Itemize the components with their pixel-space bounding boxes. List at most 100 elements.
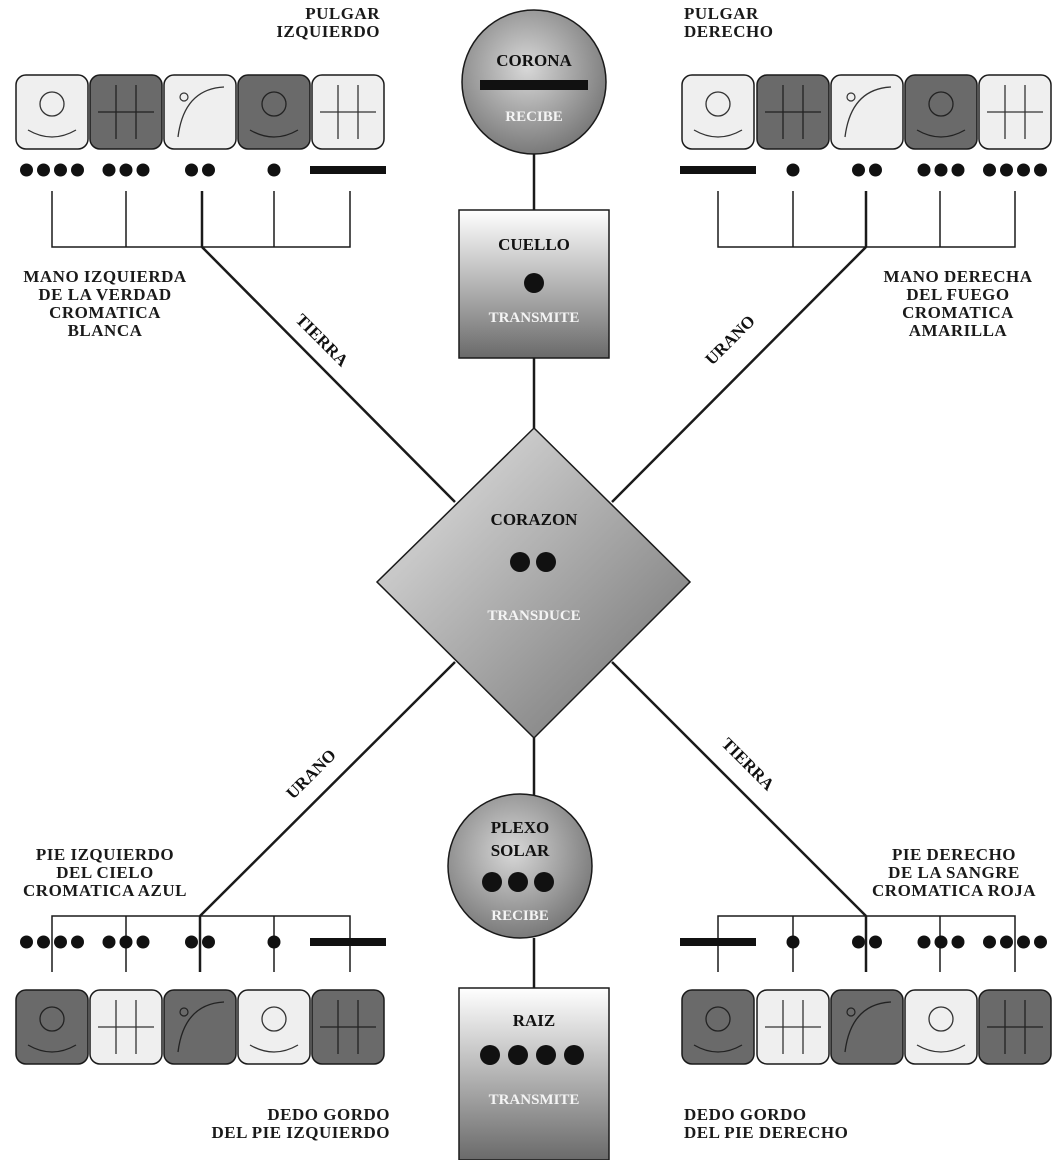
upper-right-glyph-tile (756, 74, 830, 150)
bracket-upper-right (717, 191, 1016, 248)
numeral-dot (917, 935, 931, 949)
plexo-dot-2 (508, 872, 528, 892)
lower-right-toe-label-line: DEL PIE DERECHO (684, 1123, 849, 1142)
numeral-dot (983, 163, 996, 177)
upper-left-thumb-label-line: PULGAR (305, 4, 380, 23)
numeral-dot (1034, 163, 1047, 177)
bracket-upper-left (51, 191, 351, 248)
numeral-dot (54, 935, 67, 949)
upper-left-glyph-tile (89, 74, 163, 150)
numeral-bar (310, 166, 386, 174)
lower-left-glyph-tile (311, 989, 385, 1065)
cuello-name: CUELLO (498, 235, 570, 254)
cuello-action: TRANSMITE (489, 310, 580, 326)
channel-label-lower-left: URANO (282, 745, 340, 803)
upper-left-glyph-tile (311, 74, 385, 150)
numeral-dot (1017, 163, 1030, 177)
lower-left-toe-label-line: DEL PIE IZQUIERDO (211, 1123, 390, 1142)
lower-left-title: PIE IZQUIERDO DEL CIELO CROMATICA AZUL (0, 846, 210, 900)
upper-left-title-line: MANO IZQUIERDA (23, 267, 187, 286)
numeral-dot (20, 163, 33, 177)
numeral-dot (102, 163, 116, 177)
numeral-dot (951, 935, 965, 949)
upper-left-glyph-tile (237, 74, 311, 150)
numeral-dot (1017, 935, 1030, 949)
upper-right-title-line: MANO DERECHA (883, 267, 1033, 286)
plexo-sphere (447, 793, 593, 939)
upper-right-numeral (852, 163, 882, 177)
numeral-dot (37, 163, 50, 177)
numeral-dot (869, 935, 882, 949)
lower-left-glyph-tile (15, 989, 89, 1065)
numeral-dot (119, 163, 133, 177)
cuello-center: CUELLO TRANSMITE (458, 209, 610, 359)
numeral-dot (934, 163, 948, 177)
numeral-bar (680, 938, 756, 946)
corazon-action: TRANSDUCE (487, 608, 580, 624)
numeral-dot (786, 163, 800, 177)
raiz-box (458, 987, 610, 1161)
upper-left-glyph-tile (163, 74, 237, 150)
lower-left-numeral (20, 935, 84, 949)
corazon-dot-1 (510, 552, 530, 572)
bracket-lower-right (717, 915, 1016, 972)
upper-right-title-line: AMARILLA (908, 321, 1008, 340)
lower-left-glyph-tile (163, 989, 237, 1065)
numeral-dot (202, 163, 215, 177)
numeral-dot (54, 163, 67, 177)
lower-right-title-line: PIE DERECHO (891, 845, 1017, 864)
upper-left-thumb-label: PULGAR IZQUIERDO (250, 5, 380, 41)
numeral-dot (267, 935, 281, 949)
numeral-dot (934, 935, 948, 949)
numeral-dot (1000, 163, 1013, 177)
plexo-name-line1: PLEXO (491, 818, 550, 837)
upper-right-title-line: DEL FUEGO (906, 285, 1010, 304)
numeral-dot (202, 935, 215, 949)
lower-left-numeral (267, 935, 281, 949)
channel-label-lower-right: TIERRA (718, 734, 779, 795)
numeral-bar (310, 938, 386, 946)
upper-right-glyph-tile (830, 74, 904, 150)
plexo-center: PLEXO SOLAR RECIBE (447, 793, 593, 939)
upper-right-numeral (786, 163, 800, 177)
lower-right-glyph-tile (756, 989, 830, 1065)
upper-right-thumb-label-line: DERECHO (684, 22, 774, 41)
lower-right-numeral (852, 935, 882, 949)
lower-left-title-line: CROMATICA AZUL (23, 881, 187, 900)
numeral-dot (869, 163, 882, 177)
lower-right-numeral (786, 935, 800, 949)
raiz-dot-1 (480, 1045, 500, 1065)
corona-name: CORONA (496, 51, 572, 70)
lower-right-numeral (983, 935, 1047, 949)
numeral-dot (1000, 935, 1013, 949)
upper-right-thumb-label: PULGAR DERECHO (684, 5, 814, 41)
upper-left-title-line: BLANCA (67, 321, 143, 340)
lower-right-toe-label-line: DEDO GORDO (684, 1105, 807, 1124)
plexo-name-line2: SOLAR (491, 841, 550, 860)
dots-layer (20, 163, 1047, 949)
channel-label-upper-left: TIERRA (292, 310, 353, 371)
upper-left-title: MANO IZQUIERDA DE LA VERDAD CROMATICA BL… (0, 268, 210, 340)
lower-left-toe-label-line: DEDO GORDO (267, 1105, 390, 1124)
numeral-dot (951, 163, 965, 177)
plexo-dot-3 (534, 872, 554, 892)
upper-left-glyph-tile (15, 74, 89, 150)
raiz-name: RAIZ (513, 1011, 556, 1030)
raiz-center: RAIZ TRANSMITE (458, 987, 610, 1161)
lower-right-glyph-tile (978, 989, 1052, 1065)
lower-left-title-line: PIE IZQUIERDO (35, 845, 175, 864)
lower-left-title-line: DEL CIELO (56, 863, 154, 882)
corona-center: CORONA RECIBE (461, 9, 607, 155)
numeral-dot (71, 163, 84, 177)
upper-right-numeral (917, 163, 965, 177)
lower-left-glyph-tile (89, 989, 163, 1065)
upper-left-numeral (185, 163, 215, 177)
numeral-dot (983, 935, 996, 949)
channel-line-lower-left (199, 661, 456, 917)
numeral-dot (119, 935, 133, 949)
lower-right-numeral (917, 935, 965, 949)
upper-left-title-line: CROMATICA (49, 303, 161, 322)
corazon-name: CORAZON (491, 510, 579, 529)
